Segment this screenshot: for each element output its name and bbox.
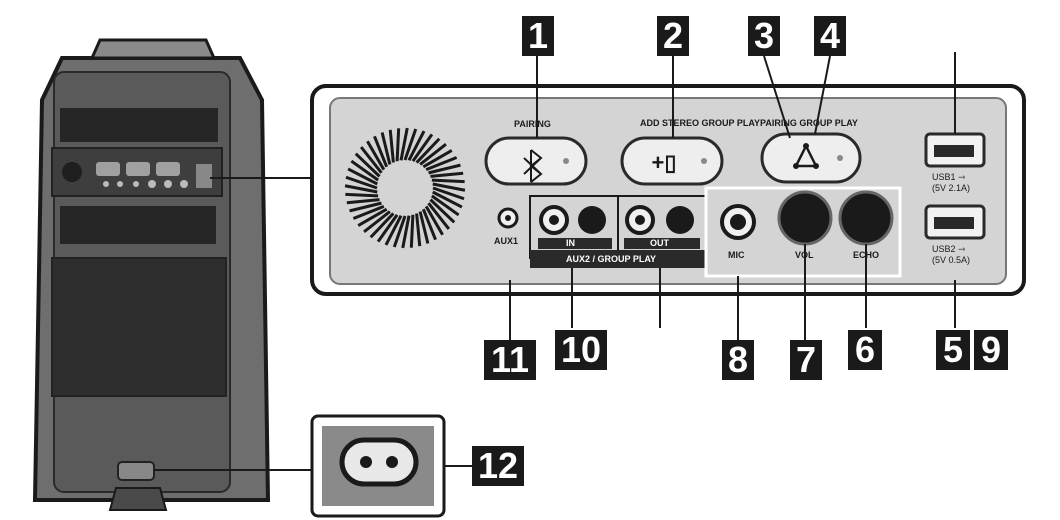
grille-slot bbox=[376, 213, 399, 243]
label-echo: ECHO bbox=[853, 250, 880, 260]
add-speaker-button: +▯ bbox=[620, 136, 724, 186]
power-socket-inset bbox=[310, 414, 472, 518]
group-play-icon bbox=[793, 143, 819, 169]
leader-lines bbox=[509, 52, 956, 340]
grille-slot bbox=[431, 178, 465, 184]
power-socket-icon bbox=[339, 437, 419, 487]
pairing-button bbox=[484, 136, 588, 186]
grille-slot bbox=[354, 152, 381, 178]
callout-2: 2 bbox=[657, 16, 689, 56]
grille-slot bbox=[399, 127, 409, 161]
add-speaker-icon: +▯ bbox=[652, 150, 677, 175]
grille-slot bbox=[395, 128, 401, 162]
grille-slot bbox=[344, 184, 378, 194]
usb-icon: ⇾ bbox=[958, 244, 966, 254]
echo-knob bbox=[838, 190, 894, 246]
callout-10: 10 bbox=[555, 330, 607, 370]
grille-slot bbox=[427, 202, 451, 230]
callout-8: 8 bbox=[722, 340, 754, 380]
grille-slot bbox=[409, 214, 415, 248]
grille-slot bbox=[345, 175, 378, 190]
grille-slot bbox=[407, 130, 426, 161]
grille-slot bbox=[352, 204, 385, 220]
grille-slot bbox=[424, 205, 444, 236]
grille-slot bbox=[430, 171, 464, 178]
label-aux2-out: OUT bbox=[650, 238, 669, 248]
label-usb1-name: USB1 bbox=[932, 172, 956, 182]
label-usb2: USB2 ⇾ (5V 0.5A) bbox=[932, 244, 970, 265]
grille-slot bbox=[422, 149, 453, 169]
grille-slot bbox=[392, 215, 407, 248]
grille-slot bbox=[373, 135, 389, 168]
grille-slot bbox=[345, 192, 379, 198]
callout-3: 3 bbox=[748, 16, 780, 56]
grille-slot bbox=[359, 146, 383, 174]
grille-slot bbox=[415, 213, 422, 247]
bluetooth-icon bbox=[523, 149, 543, 183]
grille-slot bbox=[380, 132, 392, 165]
grille-slot bbox=[350, 159, 380, 182]
callout-4: 4 bbox=[814, 16, 846, 56]
aux2-group-play-block bbox=[529, 195, 707, 268]
grille-slot bbox=[429, 198, 456, 224]
grille-slot bbox=[418, 211, 430, 244]
label-aux2-group-play: AUX2 / GROUP PLAY bbox=[566, 254, 657, 264]
volume-knob bbox=[777, 190, 833, 246]
grille-slot bbox=[415, 137, 441, 164]
speaker-grille bbox=[344, 127, 466, 249]
grille-slot bbox=[357, 207, 388, 227]
label-aux1: AUX1 bbox=[494, 236, 519, 246]
grille-slot bbox=[347, 167, 378, 186]
grille-slot bbox=[384, 215, 403, 246]
grille-slot bbox=[369, 212, 395, 239]
grille-slot bbox=[425, 156, 458, 172]
speaker-body bbox=[32, 38, 312, 511]
callout-12: 12 bbox=[472, 446, 524, 486]
grille-slot bbox=[421, 208, 437, 241]
label-vol: VOL bbox=[795, 250, 814, 260]
grille-slot bbox=[401, 215, 411, 249]
label-aux2-in: IN bbox=[566, 238, 575, 248]
group-play-button bbox=[760, 132, 862, 184]
usb2-port bbox=[924, 204, 986, 240]
usb-icon: ⇾ bbox=[958, 172, 966, 182]
grille-slot bbox=[346, 198, 380, 205]
label-usb1: USB1 ⇾ (5V 2.1A) bbox=[932, 172, 970, 193]
grille-slot bbox=[403, 128, 418, 161]
label-mic: MIC bbox=[728, 250, 745, 260]
grille-slot bbox=[363, 210, 391, 234]
grille-slot bbox=[430, 194, 460, 217]
aux1-jack bbox=[497, 207, 519, 229]
label-usb2-rating: (5V 0.5A) bbox=[932, 255, 971, 265]
grille-slot bbox=[432, 186, 465, 201]
grille-slot bbox=[366, 140, 386, 171]
grille-slot bbox=[432, 190, 463, 209]
callout-5: 5 bbox=[936, 330, 970, 370]
mic-vol-echo-block bbox=[704, 186, 902, 278]
label-usb1-rating: (5V 2.1A) bbox=[932, 183, 971, 193]
grille-slot bbox=[388, 129, 395, 163]
grille-slot bbox=[411, 133, 434, 163]
grille-slot bbox=[432, 182, 466, 192]
callout-1: 1 bbox=[522, 16, 554, 56]
callout-6: 6 bbox=[848, 330, 882, 370]
grille-slot bbox=[349, 201, 382, 213]
label-usb2-name: USB2 bbox=[932, 244, 956, 254]
label-add-stereo-group-play: ADD STEREO GROUP PLAYPAIRING GROUP PLAY bbox=[640, 118, 858, 128]
usb1-port bbox=[924, 132, 986, 168]
grille-slot bbox=[419, 142, 447, 166]
callout-7: 7 bbox=[790, 340, 822, 380]
callout-9: 9 bbox=[974, 330, 1008, 370]
callout-11: 11 bbox=[484, 340, 536, 380]
label-pairing: PAIRING bbox=[514, 119, 551, 129]
grille-slot bbox=[428, 163, 461, 175]
